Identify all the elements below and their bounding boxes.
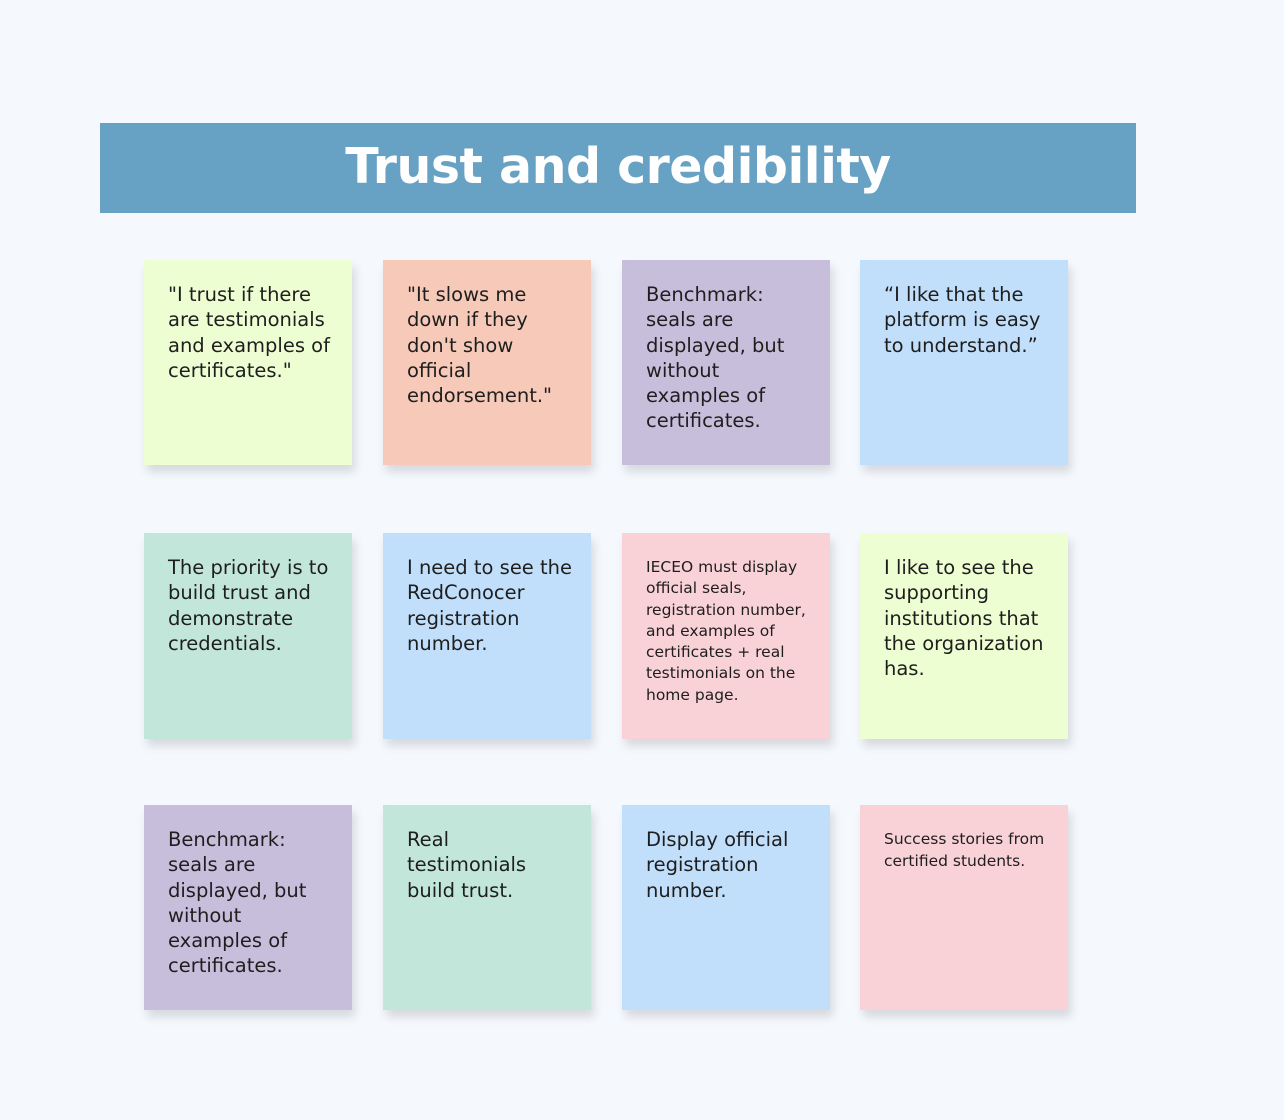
sticky-note-text: "I trust if there are testimonials and e… <box>168 283 330 382</box>
sticky-note[interactable]: Real testimonials build trust. <box>383 805 591 1010</box>
sticky-note[interactable]: Success stories from certified students. <box>860 805 1068 1010</box>
sticky-note-text: I need to see the RedConocer registratio… <box>407 556 573 655</box>
sticky-note-text: Success stories from certified students. <box>884 830 1045 870</box>
sticky-note-text: Benchmark: seals are displayed, but with… <box>168 828 307 978</box>
sticky-note[interactable]: "I trust if there are testimonials and e… <box>144 260 352 465</box>
sticky-note-text: Benchmark: seals are displayed, but with… <box>646 283 785 433</box>
sticky-note[interactable]: Display official registration number. <box>622 805 830 1010</box>
sticky-note-text: IECEO must display official seals, regis… <box>646 558 806 704</box>
sticky-note-text: I like to see the supporting institution… <box>884 556 1044 681</box>
sticky-note[interactable]: Benchmark: seals are displayed, but with… <box>144 805 352 1010</box>
sticky-note[interactable]: I need to see the RedConocer registratio… <box>383 533 591 739</box>
sticky-note[interactable]: “I like that the platform is easy to und… <box>860 260 1068 465</box>
sticky-note-text: "It slows me down if they don't show off… <box>407 283 553 408</box>
sticky-note[interactable]: I like to see the supporting institution… <box>860 533 1068 739</box>
board-title: Trust and credibility <box>345 137 891 195</box>
sticky-note-text: The priority is to build trust and demon… <box>168 556 329 655</box>
sticky-note[interactable]: IECEO must display official seals, regis… <box>622 533 830 739</box>
sticky-note-text: Display official registration number. <box>646 828 789 902</box>
sticky-note-text: “I like that the platform is easy to und… <box>884 283 1041 357</box>
sticky-note[interactable]: The priority is to build trust and demon… <box>144 533 352 739</box>
sticky-note[interactable]: "It slows me down if they don't show off… <box>383 260 591 465</box>
title-banner: Trust and credibility <box>100 123 1136 213</box>
sticky-note-text: Real testimonials build trust. <box>407 828 527 902</box>
sticky-note[interactable]: Benchmark: seals are displayed, but with… <box>622 260 830 465</box>
